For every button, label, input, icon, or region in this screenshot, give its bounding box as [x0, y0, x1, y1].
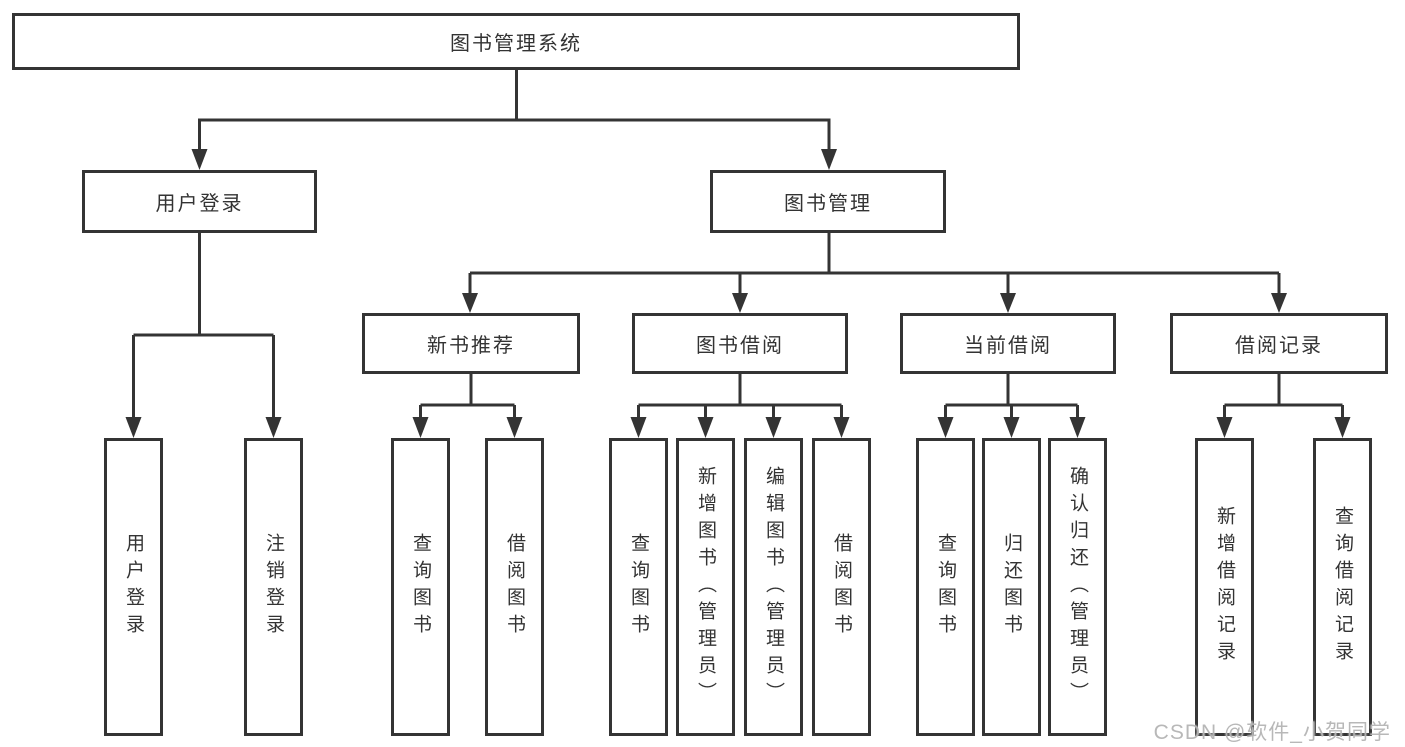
- leaf-add-book-admin: 新增图书（管理员）: [676, 438, 735, 736]
- leaf-query-books-3: 查询图书: [916, 438, 975, 736]
- leaf-label: 查询图书: [935, 533, 956, 641]
- node-book-borrow: 图书借阅: [632, 313, 848, 374]
- node-book-management: 图书管理: [710, 170, 946, 233]
- node-label: 图书管理: [784, 193, 872, 215]
- leaf-query-books-2: 查询图书: [609, 438, 668, 736]
- node-current-borrow: 当前借阅: [900, 313, 1116, 374]
- leaf-label: 新增借阅记录: [1214, 506, 1235, 668]
- leaf-user-login: 用户登录: [104, 438, 163, 736]
- node-library-management-system: 图书管理系统: [12, 13, 1020, 70]
- node-label: 当前借阅: [964, 335, 1052, 357]
- node-label: 借阅记录: [1235, 335, 1323, 357]
- node-label: 图书借阅: [696, 335, 784, 357]
- node-new-book-recommend: 新书推荐: [362, 313, 580, 374]
- leaf-label: 新增图书（管理员）: [695, 465, 716, 709]
- leaf-label: 确认归还（管理员）: [1067, 465, 1088, 709]
- node-label: 图书管理系统: [450, 33, 582, 55]
- leaf-label: 用户登录: [123, 533, 144, 641]
- leaf-logout: 注销登录: [244, 438, 303, 736]
- leaf-label: 查询图书: [410, 533, 431, 641]
- leaf-return-book: 归还图书: [982, 438, 1041, 736]
- node-user-login: 用户登录: [82, 170, 317, 233]
- leaf-confirm-return-admin: 确认归还（管理员）: [1048, 438, 1107, 736]
- leaf-label: 查询借阅记录: [1332, 506, 1353, 668]
- leaf-borrow-books-1: 借阅图书: [485, 438, 544, 736]
- leaf-label: 查询图书: [628, 533, 649, 641]
- leaf-query-borrow-record: 查询借阅记录: [1313, 438, 1372, 736]
- leaf-label: 注销登录: [263, 533, 284, 641]
- leaf-edit-book-admin: 编辑图书（管理员）: [744, 438, 803, 736]
- node-label: 新书推荐: [427, 335, 515, 357]
- leaf-borrow-books-2: 借阅图书: [812, 438, 871, 736]
- node-label: 用户登录: [155, 193, 244, 215]
- leaf-label: 借阅图书: [504, 533, 525, 641]
- leaf-label: 编辑图书（管理员）: [763, 465, 784, 709]
- leaf-query-books-1: 查询图书: [391, 438, 450, 736]
- leaf-label: 归还图书: [1001, 533, 1022, 641]
- csdn-watermark: CSDN @软件_小贺同学: [1153, 721, 1391, 744]
- node-borrow-records: 借阅记录: [1170, 313, 1388, 374]
- leaf-label: 借阅图书: [831, 533, 852, 641]
- leaf-add-borrow-record: 新增借阅记录: [1195, 438, 1254, 736]
